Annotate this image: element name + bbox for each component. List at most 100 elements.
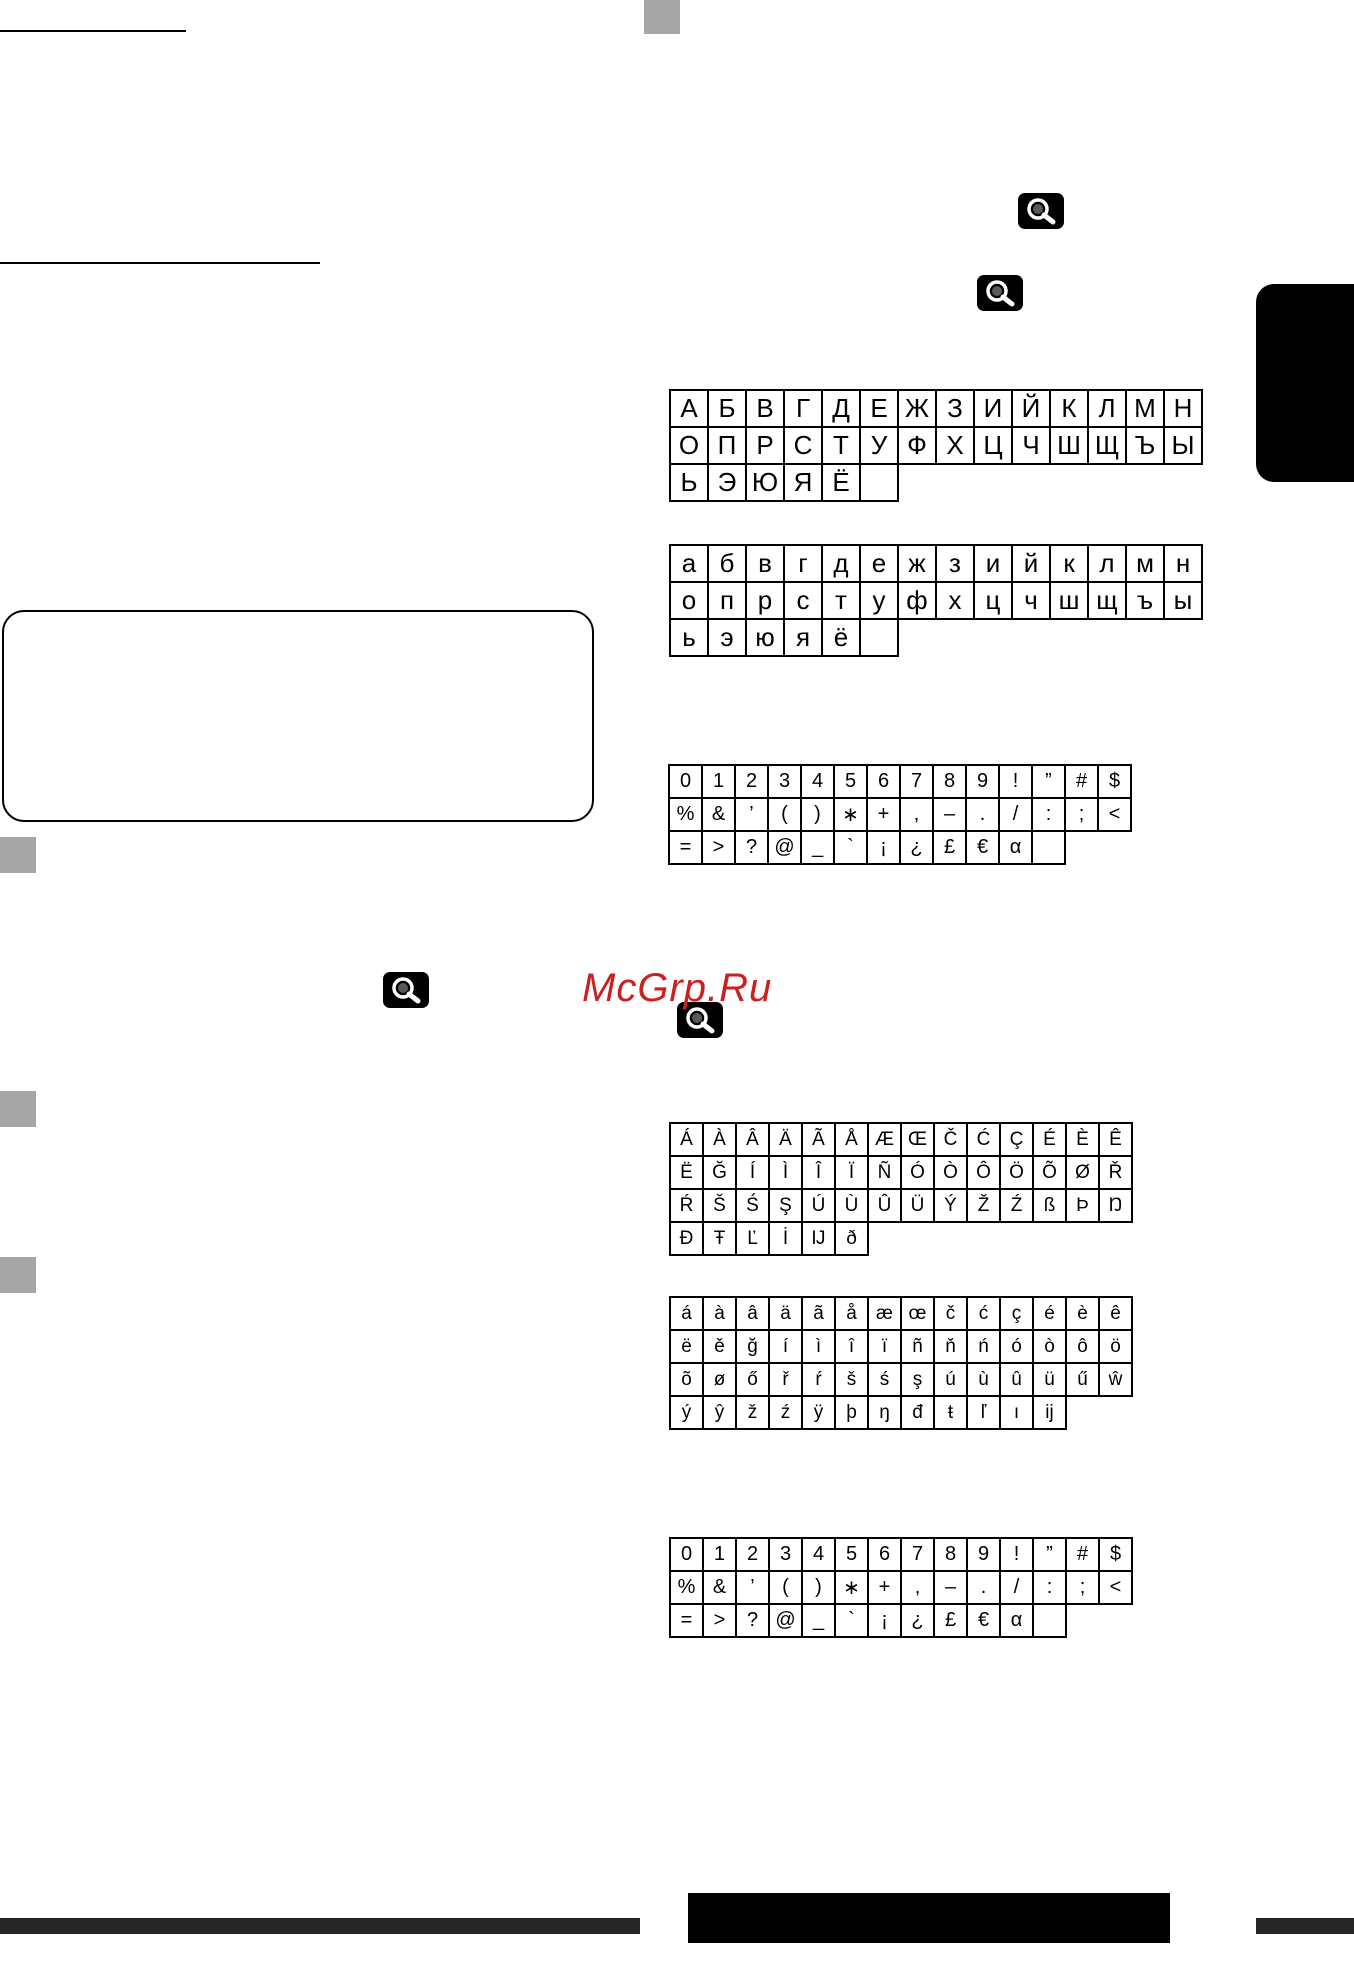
char-cell: Š <box>702 1188 737 1223</box>
char-cell: + <box>867 1570 902 1605</box>
char-cell: ñ <box>900 1329 935 1364</box>
char-cell: Þ <box>1065 1188 1100 1223</box>
char-cell: ğ <box>735 1329 770 1364</box>
char-cell: ь <box>669 618 709 657</box>
char-cell: Ê <box>1098 1122 1133 1157</box>
magnifier-icon <box>383 972 429 1008</box>
char-cell: п <box>707 581 747 620</box>
char-cell: Ã <box>801 1122 836 1157</box>
char-cell: 7 <box>900 1537 935 1572</box>
section-marker <box>0 1091 36 1127</box>
char-cell: Ю <box>745 463 785 502</box>
char-cell: ó <box>999 1329 1034 1364</box>
char-cell: Å <box>834 1122 869 1157</box>
char-cell: А <box>669 389 709 428</box>
char-cell: Õ <box>1032 1155 1067 1190</box>
section-marker <box>644 0 680 34</box>
char-cell: и <box>973 544 1013 583</box>
top-rule-long <box>0 262 320 264</box>
char-cell: з <box>935 544 975 583</box>
char-cell: ∗ <box>833 797 868 832</box>
char-cell: š <box>834 1362 869 1397</box>
char-cell: @ <box>768 1603 803 1638</box>
char-cell: α <box>998 830 1033 865</box>
bottom-bar-right <box>1256 1918 1354 1934</box>
char-cell: ű <box>1065 1362 1100 1397</box>
empty-slot <box>1065 831 1098 864</box>
char-cell: 0 <box>669 1537 704 1572</box>
char-cell: э <box>707 618 747 657</box>
char-cell: г <box>783 544 823 583</box>
note-box <box>2 610 594 822</box>
table-row: %&’()∗+,–./:;< <box>668 797 1132 832</box>
char-cell: À <box>702 1122 737 1157</box>
empty-slot <box>1066 1396 1099 1429</box>
char-cell: 4 <box>800 764 835 799</box>
char-cell: н <box>1163 544 1203 583</box>
char-cell: < <box>1098 1570 1133 1605</box>
char-cell <box>1031 830 1066 865</box>
char-cell: Ö <box>999 1155 1034 1190</box>
char-cell: ŕ <box>801 1362 836 1397</box>
char-cell: Œ <box>900 1122 935 1157</box>
char-cell: С <box>783 426 823 465</box>
char-cell: ¿ <box>900 1603 935 1638</box>
char-cell: Д <box>821 389 861 428</box>
char-cell: : <box>1032 1570 1067 1605</box>
char-cell: Đ <box>669 1221 704 1256</box>
char-cell: þ <box>834 1395 869 1430</box>
side-language-tab <box>1256 284 1354 482</box>
char-cell: € <box>965 830 1000 865</box>
char-cell: Ü <box>900 1188 935 1223</box>
char-cell: : <box>1031 797 1066 832</box>
char-cell: ч <box>1011 581 1051 620</box>
char-cell: ı <box>999 1395 1034 1430</box>
char-cell: ! <box>998 764 1033 799</box>
char-cell: 0 <box>668 764 703 799</box>
char-cell: ő <box>735 1362 770 1397</box>
char-cell: , <box>900 1570 935 1605</box>
char-cell: Ж <box>897 389 937 428</box>
char-cell: ( <box>768 1570 803 1605</box>
char-cell: ð <box>834 1221 869 1256</box>
char-cell: ü <box>1032 1362 1067 1397</box>
char-cell: 4 <box>801 1537 836 1572</box>
char-cell: Ğ <box>702 1155 737 1190</box>
char-cell: = <box>668 830 703 865</box>
char-cell: & <box>702 1570 737 1605</box>
empty-slot <box>1000 1222 1033 1255</box>
empty-slot <box>1066 1222 1099 1255</box>
empty-slot <box>1126 619 1164 656</box>
char-cell: ô <box>1065 1329 1100 1364</box>
char-cell: Ó <box>900 1155 935 1190</box>
empty-slot <box>974 619 1012 656</box>
char-cell: Ф <box>897 426 937 465</box>
char-cell: ÿ <box>801 1395 836 1430</box>
char-cell: ě <box>702 1329 737 1364</box>
char-cell: ф <box>897 581 937 620</box>
char-cell: 6 <box>866 764 901 799</box>
char-cell: Ž <box>966 1188 1001 1223</box>
char-cell: + <box>866 797 901 832</box>
char-cell: œ <box>900 1296 935 1331</box>
char-cell: к <box>1049 544 1089 583</box>
char-cell: > <box>701 830 736 865</box>
empty-slot <box>1126 464 1164 501</box>
empty-slot <box>898 464 936 501</box>
top-rule-short <box>0 30 186 32</box>
char-cell: Ë <box>669 1155 704 1190</box>
char-cell: ŵ <box>1098 1362 1133 1397</box>
magnifier-icon <box>1018 193 1064 229</box>
char-cell: ì <box>801 1329 836 1364</box>
char-cell: Е <box>859 389 899 428</box>
char-cell: ( <box>767 797 802 832</box>
char-cell: ¿ <box>899 830 934 865</box>
char-cell: 5 <box>834 1537 869 1572</box>
